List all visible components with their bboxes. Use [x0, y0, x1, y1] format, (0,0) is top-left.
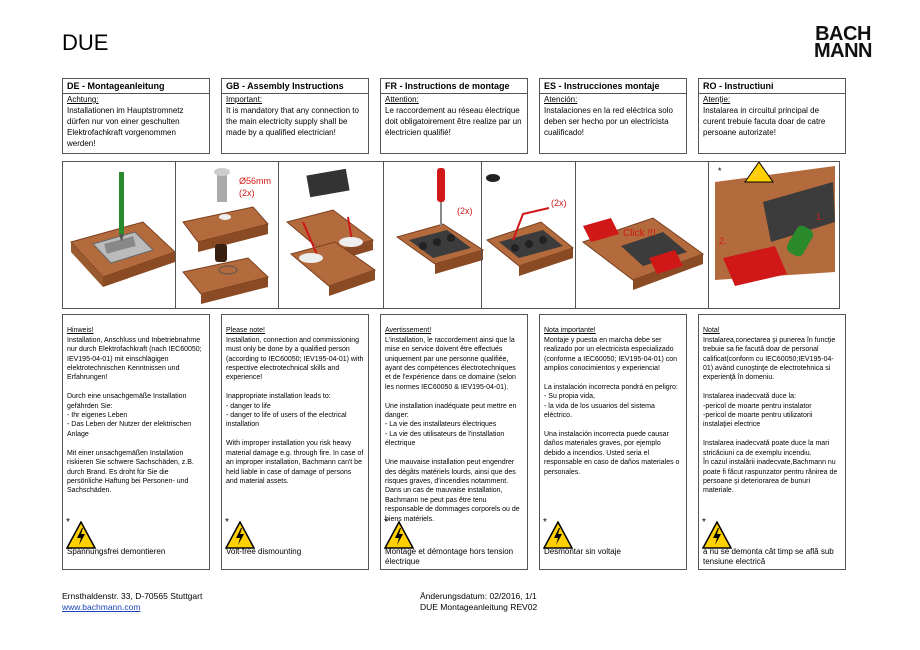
screw-count-label: (2x) — [457, 206, 473, 216]
panel-divider — [575, 162, 576, 308]
step-click-cover: Click !!! — [581, 217, 705, 290]
note-title: Please note! — [226, 327, 265, 335]
step-drill: Ø56mm (2x) — [182, 168, 271, 304]
lang-heading: GB - Assembly Instructions — [222, 79, 368, 94]
illustration-svg: Ø56mm (2x) — [70, 161, 835, 304]
note-text: Instalarea,conectarea şi punerea în func… — [703, 336, 838, 495]
document-title: DUE — [62, 30, 109, 55]
lang-heading: RO - Instructiuni — [699, 79, 845, 94]
note-text: Installation, connection and commissioni… — [226, 336, 364, 485]
warning-text: Montage et démontage hors tension électr… — [385, 547, 514, 566]
note-box-ro: Nota! Instalarea,conectarea şi punerea î… — [698, 314, 846, 570]
step-cut-out — [285, 168, 377, 296]
lang-label: Important: — [226, 95, 263, 104]
note-box-fr: Avertissement! L'installation, le raccor… — [380, 314, 528, 570]
high-voltage-warning-icon — [225, 521, 255, 549]
note-text: Installation, Anschluss und Inbetriebnah… — [67, 336, 202, 495]
lang-text: Instalaciones en la red eléctrica solo d… — [544, 106, 673, 137]
lang-box-ro: RO - Instructiuni Atenţie: Instalarea in… — [698, 78, 846, 154]
count-label: (2x) — [239, 188, 255, 198]
step-screw: (2x) — [395, 168, 485, 274]
footer-doc-block: Änderungsdatum: 02/2016, 1/1 DUE Montage… — [420, 591, 537, 613]
note-title: Nota! — [703, 327, 720, 335]
panel-divider — [278, 162, 279, 308]
step-caps: (2x) — [485, 174, 575, 276]
note-title: Hinweis! — [67, 327, 94, 335]
panel-divider — [175, 162, 176, 308]
lang-text: It is mandatory that any connection to t… — [226, 106, 359, 137]
panel-divider — [383, 162, 384, 308]
hole-size-label: Ø56mm — [239, 176, 271, 186]
warning-text: Desmontar sin voltaje — [544, 547, 621, 556]
lang-label: Attention: — [385, 95, 419, 104]
lang-label: Atenţie: — [703, 95, 731, 104]
lang-box-de: DE - Montageanleitung Achtung: Installat… — [62, 78, 210, 154]
cap-count-label: (2x) — [551, 198, 567, 208]
lang-text: Le raccordement au réseau électrique doi… — [385, 106, 522, 137]
click-label: Click !!! — [623, 228, 656, 239]
high-voltage-warning-icon — [702, 521, 732, 549]
warning-text: Volt-free dismounting — [226, 547, 302, 556]
lang-label: Atención: — [544, 95, 578, 104]
lang-box-gb: GB - Assembly Instructions Important: It… — [221, 78, 369, 154]
document-name: DUE Montageanleitung REV02 — [420, 602, 538, 612]
step-two-label: 2. — [719, 236, 727, 246]
note-box-de: Hinweis! Installation, Anschluss und Inb… — [62, 314, 210, 570]
lang-label: Achtung: — [67, 95, 99, 104]
lang-text: Instalarea in circuitul principal de cur… — [703, 106, 826, 137]
lang-box-fr: FR - Instructions de montage Attention: … — [380, 78, 528, 154]
panel-divider — [481, 162, 482, 308]
change-date: Änderungsdatum: 02/2016, 1/1 — [420, 591, 537, 601]
step-one-label: 1. — [816, 212, 824, 222]
website-link[interactable]: www.bachmann.com — [62, 602, 141, 612]
high-voltage-warning-icon — [384, 521, 414, 549]
step-mark-template — [70, 172, 176, 287]
note-text: Montaje y puesta en marcha debe ser real… — [544, 336, 680, 476]
warning-text: Spannungsfrei demontieren — [67, 547, 166, 556]
note-box-es: Nota importante! Montaje y puesta en mar… — [539, 314, 687, 570]
high-voltage-warning-icon — [543, 521, 573, 549]
lang-box-es: ES - Instrucciones montaje Atención: Ins… — [539, 78, 687, 154]
warning-text: a nu se demonta cât timp se află sub ten… — [703, 547, 834, 566]
note-title: Avertissement! — [385, 327, 432, 335]
step-removal: ⚡ 1. 2. * — [715, 161, 835, 286]
assembly-illustrations: Ø56mm (2x) — [62, 161, 840, 309]
lang-heading: FR - Instructions de montage — [381, 79, 527, 94]
note-box-gb: Please note! Installation, connection an… — [221, 314, 369, 570]
high-voltage-warning-icon — [66, 521, 96, 549]
svg-text:*: * — [718, 166, 722, 176]
note-title: Nota importante! — [544, 327, 596, 335]
svg-text:⚡: ⚡ — [751, 170, 762, 182]
note-text: L'installation, le raccordement ainsi qu… — [385, 336, 520, 523]
lang-heading: ES - Instrucciones montaje — [540, 79, 686, 94]
lang-heading: DE - Montageanleitung — [63, 79, 209, 94]
lang-text: Installationen im Hauptstromnetz dürfen … — [67, 106, 184, 148]
footer-address-block: Ernsthaldenstr. 33, D-70565 Stuttgart ww… — [62, 591, 202, 613]
footer-address: Ernsthaldenstr. 33, D-70565 Stuttgart — [62, 591, 203, 601]
panel-divider — [708, 162, 709, 308]
